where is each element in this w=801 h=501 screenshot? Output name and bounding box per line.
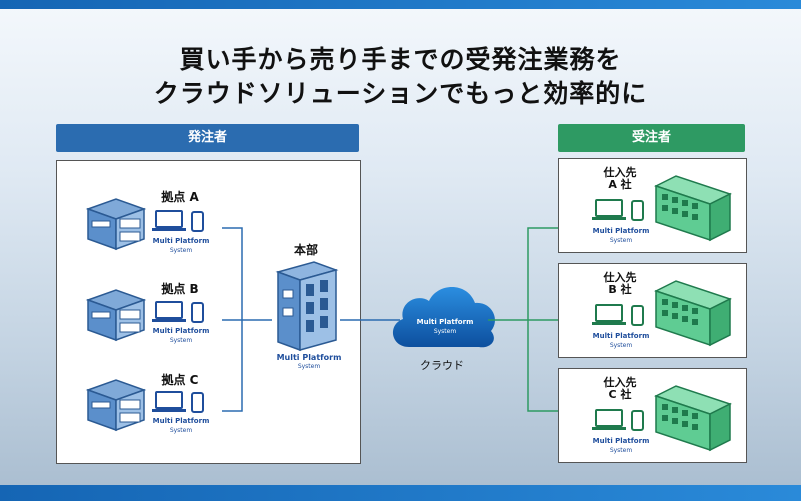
factory-building-icon <box>654 175 732 242</box>
laptop-phone-icon <box>592 409 644 431</box>
branch-b-label: 拠点 B <box>161 282 199 296</box>
branch-c-label: 拠点 C <box>161 373 199 387</box>
store-icon <box>85 198 147 251</box>
title-line-1: 買い手から売り手までの受発注業務を <box>179 45 622 74</box>
cloud-label: クラウド <box>420 359 464 372</box>
bottom-accent-bar <box>0 485 801 501</box>
factory-building-icon <box>654 385 732 452</box>
laptop-phone-icon <box>592 199 644 221</box>
branch-a-label: 拠点 A <box>161 190 199 204</box>
orderer-header: 発注者 <box>56 124 359 152</box>
title-line-2: クラウドソリューションでもっと効率的に <box>153 79 648 108</box>
hq-building-icon <box>275 261 339 352</box>
store-icon <box>85 379 147 432</box>
laptop-phone-icon <box>152 210 204 232</box>
hq-label: 本部 <box>293 243 318 257</box>
top-accent-bar <box>0 0 801 9</box>
cloud-icon <box>392 287 496 348</box>
factory-building-icon <box>654 280 732 347</box>
laptop-phone-icon <box>152 391 204 413</box>
supplier-header: 受注者 <box>558 124 745 152</box>
store-icon <box>85 289 147 342</box>
laptop-phone-icon <box>152 301 204 323</box>
laptop-phone-icon <box>592 304 644 326</box>
